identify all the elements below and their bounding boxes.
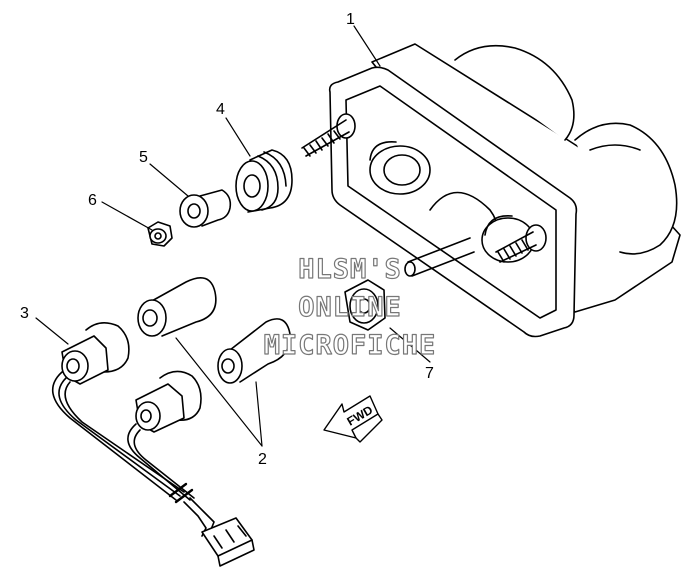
nut-with-washer [344,279,386,331]
callout-5: 5 [139,149,148,166]
leader-7 [389,327,431,363]
watermark: HLSM'S ONLINE MICROFICHE [263,253,437,361]
bulb-lower [217,318,291,384]
leader-3 [35,317,69,345]
leader-4 [225,117,251,157]
mounting-stud-upper [301,113,356,157]
leader-2b [255,381,263,447]
leader-lines [35,25,431,447]
callout-labels: 1 4 5 6 3 7 2 [20,11,434,468]
callout-3: 3 [20,305,29,322]
tail-light-housing [301,43,681,338]
callout-4: 4 [216,101,225,118]
rubber-grommet [235,149,293,213]
mounting-stud-lower [495,224,547,263]
watermark-line-3: MICROFICHE [264,330,437,361]
nut [147,221,173,247]
watermark-line-2: ONLINE [298,292,402,323]
watermark-line-1: HLSM'S [298,254,402,285]
leader-6 [101,201,153,231]
callout-6: 6 [88,192,97,209]
bulb-upper [137,276,217,337]
leader-2a [175,337,263,447]
callout-1: 1 [346,11,355,28]
callout-2: 2 [258,451,267,468]
leader-1 [353,25,381,67]
forward-direction-arrow: FWD [323,395,383,443]
collar [179,189,232,228]
leader-5 [149,163,189,197]
callout-7: 7 [425,365,434,382]
bulb-socket-harness [52,322,255,567]
